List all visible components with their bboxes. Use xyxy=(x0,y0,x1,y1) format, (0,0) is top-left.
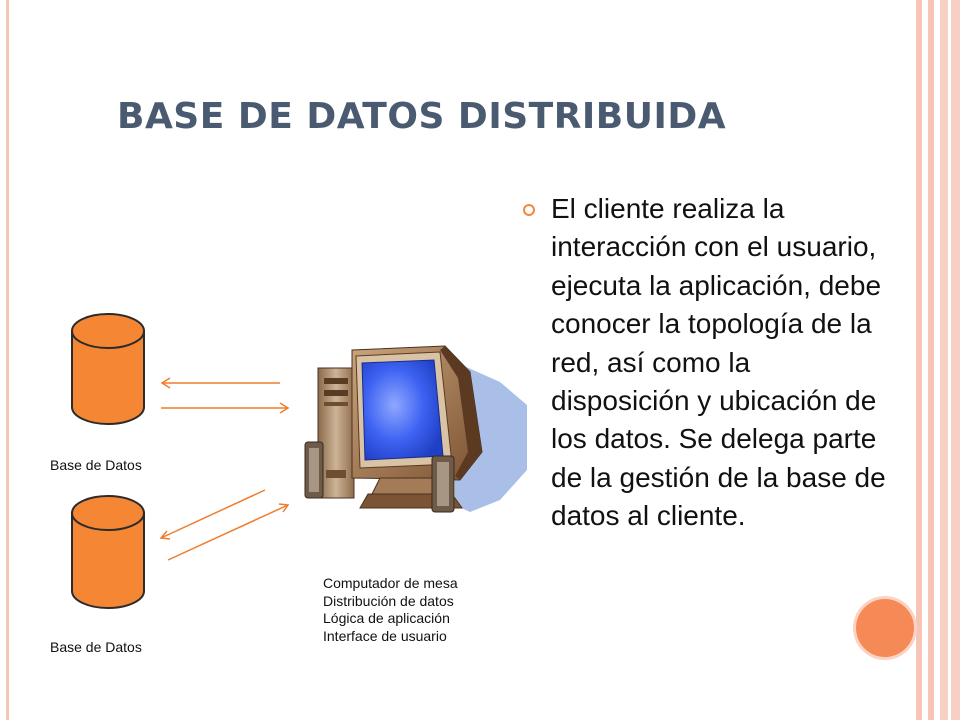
bullet-text: El cliente realiza la interacción con el… xyxy=(551,193,886,532)
computer-label-line: Lógica de aplicación xyxy=(323,610,450,626)
database-bottom-label: Base de Datos xyxy=(50,639,142,655)
computer-labels: Computador de mesa Distribución de datos… xyxy=(323,575,458,645)
right-border-stripe xyxy=(940,0,960,720)
right-border-stripe xyxy=(916,0,922,720)
database-bottom-icon xyxy=(71,495,145,609)
left-border-stripe xyxy=(6,0,9,720)
computer-label-line: Distribución de datos xyxy=(323,592,454,609)
bullet-circle-icon xyxy=(523,204,535,216)
arrow-to-computer-bottom-icon xyxy=(167,503,290,561)
computer-label-line: Computador de mesa xyxy=(323,575,458,591)
database-top-label: Base de Datos xyxy=(50,457,142,473)
computer-label-line: Interface de usuario xyxy=(323,627,447,644)
slide-title: BASE DE DATOS DISTRIBUIDA xyxy=(117,96,727,137)
right-border-stripe xyxy=(928,0,934,720)
database-top-icon xyxy=(71,313,145,425)
arrow-to-computer-top-icon xyxy=(161,402,290,414)
decorative-orange-circle xyxy=(856,599,914,657)
desktop-computer-icon xyxy=(304,345,527,513)
arrow-to-database-top-icon xyxy=(160,377,280,389)
arrow-to-database-bottom-icon xyxy=(159,489,266,540)
